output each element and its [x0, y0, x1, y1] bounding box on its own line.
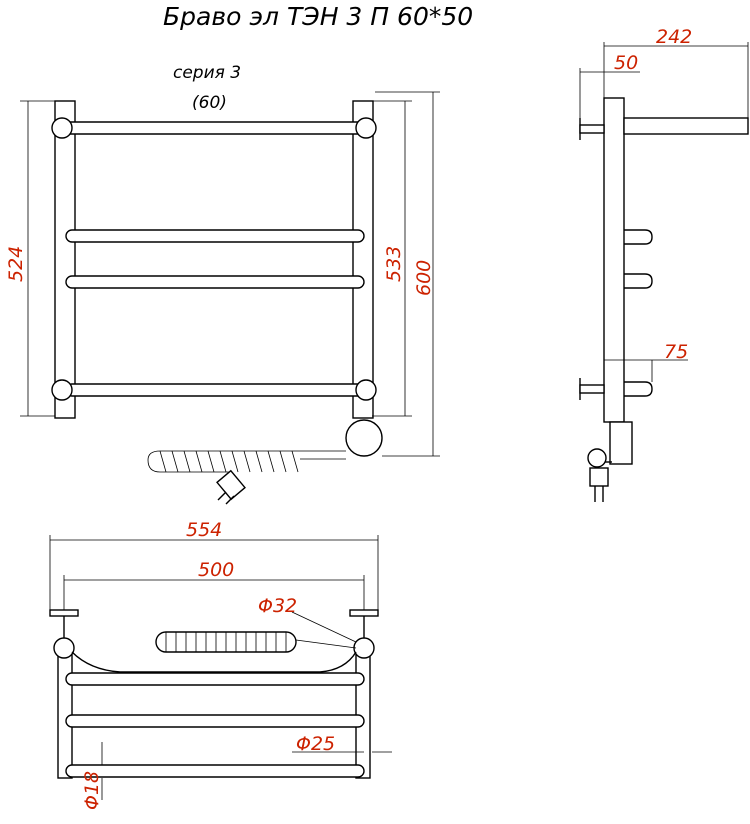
dim-524: 524	[5, 246, 27, 282]
dim-554: 554	[186, 519, 222, 541]
top-view	[49, 609, 379, 779]
dim-242: 242	[656, 26, 692, 48]
series-label: серия 3	[173, 63, 241, 83]
series-code: (60)	[192, 93, 227, 113]
dim-500: 500	[198, 559, 234, 581]
dim-75: 75	[664, 341, 688, 363]
top-dimensions	[49, 535, 392, 800]
dim-50: 50	[614, 52, 638, 74]
side-dimensions	[579, 42, 749, 382]
drawing-title: Браво эл ТЭН 3 П 60*50	[163, 2, 473, 31]
front-dimensions	[20, 91, 440, 457]
side-view	[579, 97, 749, 502]
dim-phi32: Φ32	[258, 595, 297, 617]
dim-phi18: Φ18	[81, 771, 103, 810]
front-view	[51, 100, 383, 505]
dim-600: 600	[413, 260, 435, 296]
dim-phi25: Φ25	[296, 733, 335, 755]
dim-533: 533	[383, 246, 405, 282]
